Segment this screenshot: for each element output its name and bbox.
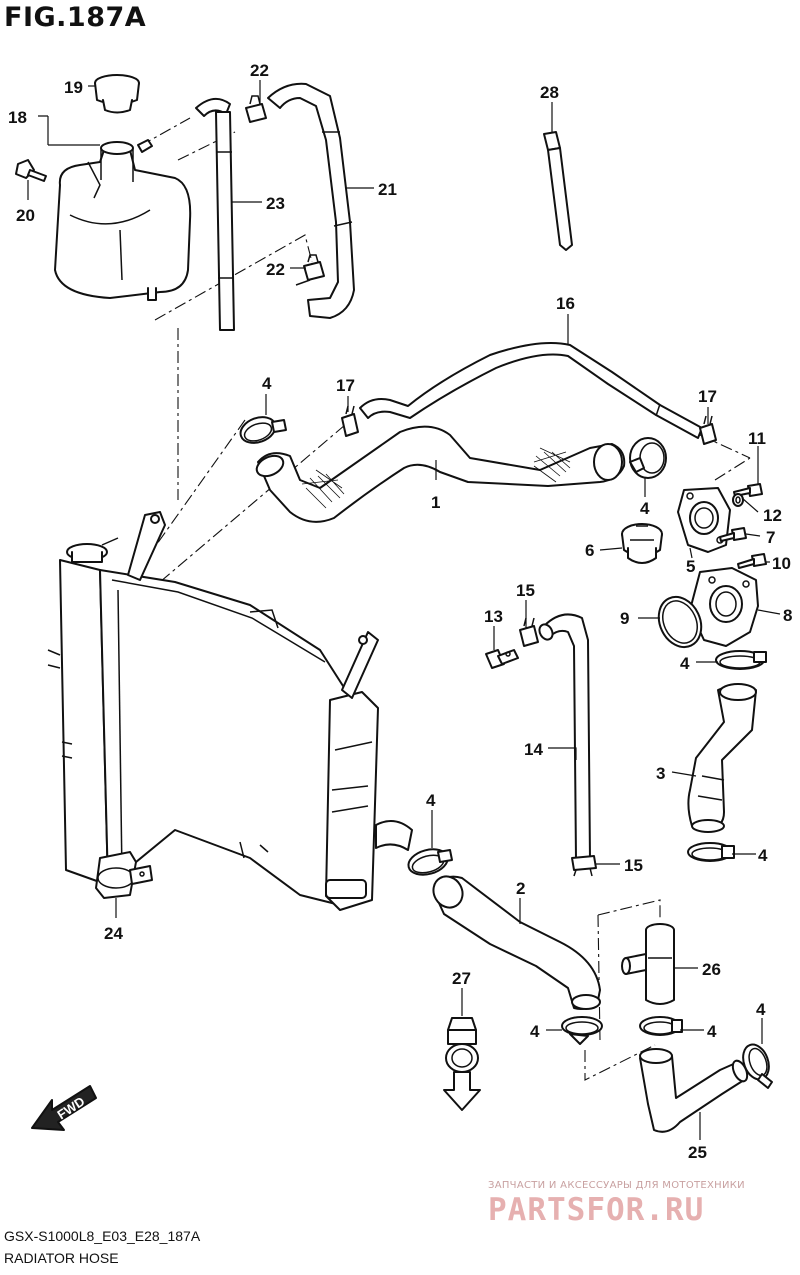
joint[interactable] xyxy=(621,923,675,1005)
callout-5: 5 xyxy=(686,557,695,576)
drain-hose[interactable] xyxy=(537,613,591,861)
clamp-bracket[interactable] xyxy=(95,851,153,899)
grommet[interactable] xyxy=(443,1017,481,1111)
callout-4-pump: 4 xyxy=(758,846,768,865)
o-ring[interactable] xyxy=(651,590,709,654)
callout-4-outlet: 4 xyxy=(530,1022,540,1041)
callout-4-lower-right: 4 xyxy=(756,1000,766,1019)
leader-lines xyxy=(27,80,781,1140)
clamp-4-f[interactable] xyxy=(561,1016,603,1045)
bypass-hose[interactable] xyxy=(359,341,703,439)
reservoir-tank[interactable] xyxy=(54,139,192,301)
clamp-4-b[interactable] xyxy=(629,437,667,479)
watermark-brand: PARTSFOR.RU xyxy=(488,1192,705,1228)
lower-hose[interactable] xyxy=(639,1048,750,1133)
callout-1: 1 xyxy=(431,493,440,512)
fitting[interactable] xyxy=(485,649,519,669)
callout-10: 10 xyxy=(772,554,791,573)
gasket-12[interactable] xyxy=(732,493,744,507)
clamp-15-upper[interactable] xyxy=(519,617,539,647)
radiator-inlet-hose[interactable] xyxy=(254,425,626,523)
callout-24: 24 xyxy=(104,924,123,943)
model-code: GSX-S1000L8_E03_E28_187A xyxy=(4,1228,201,1244)
bolt-7[interactable] xyxy=(719,527,747,542)
radiator-outlet-hose[interactable] xyxy=(428,871,601,1010)
callout-11: 11 xyxy=(748,429,766,448)
callout-12: 12 xyxy=(763,506,782,525)
callout-3: 3 xyxy=(656,764,665,783)
callout-22-upper: 22 xyxy=(250,61,269,80)
bolt-10[interactable] xyxy=(737,553,767,569)
callout-23: 23 xyxy=(266,194,285,213)
clamp-4-c[interactable] xyxy=(715,650,767,670)
callout-6: 6 xyxy=(585,541,594,560)
water-pump-hose[interactable] xyxy=(687,683,757,833)
cable-tie[interactable] xyxy=(543,131,573,251)
callout-22-lower: 22 xyxy=(266,260,285,279)
callout-17-right: 17 xyxy=(698,387,717,406)
overflow-hose[interactable] xyxy=(195,97,235,331)
callout-8: 8 xyxy=(783,606,792,625)
reservoir-inlet-hose[interactable] xyxy=(267,82,355,319)
callout-7: 7 xyxy=(766,528,775,547)
clamp-15-lower[interactable] xyxy=(571,855,597,877)
callout-19: 19 xyxy=(64,78,83,97)
thermostat-cap[interactable] xyxy=(677,487,731,553)
callout-4-thermo: 4 xyxy=(640,499,650,518)
clamp-4-a[interactable] xyxy=(237,413,287,448)
callout-14: 14 xyxy=(524,740,543,759)
upper-clamp[interactable] xyxy=(245,95,267,123)
callout-27: 27 xyxy=(452,969,471,988)
callout-18: 18 xyxy=(8,108,27,127)
callout-2: 2 xyxy=(516,879,525,898)
callout-20: 20 xyxy=(16,206,35,225)
clamp-4-d[interactable] xyxy=(687,842,735,862)
callout-28: 28 xyxy=(540,83,559,102)
fwd-arrow: FWD xyxy=(31,1085,97,1131)
callout-16: 16 xyxy=(556,294,575,313)
clamp-4-g[interactable] xyxy=(639,1016,683,1036)
clamp-4-e[interactable] xyxy=(406,845,453,879)
reservoir-bolt[interactable] xyxy=(15,159,47,182)
clip-left[interactable] xyxy=(341,405,359,437)
lower-clamp[interactable] xyxy=(303,254,325,281)
radiator[interactable] xyxy=(47,511,413,911)
callout-4-joint: 4 xyxy=(707,1022,717,1041)
watermark-tagline: ЗАПЧАСТИ И АКСЕССУАРЫ ДЛЯ МОТОТЕХНИКИ xyxy=(488,1180,745,1191)
figure-title: FIG.187A xyxy=(4,2,147,33)
callout-15-lower: 15 xyxy=(624,856,643,875)
callout-26: 26 xyxy=(702,960,721,979)
clamp-4-h[interactable] xyxy=(739,1041,774,1089)
callout-15-upper: 15 xyxy=(516,581,535,600)
callout-4-top-left: 4 xyxy=(262,374,272,393)
reservoir-cap[interactable] xyxy=(94,74,140,114)
callout-4-case: 4 xyxy=(680,654,690,673)
callout-labels: 19 18 20 22 23 21 22 28 16 4 17 1 17 11 … xyxy=(8,61,792,1162)
callout-25: 25 xyxy=(688,1143,707,1162)
thermostat[interactable] xyxy=(621,523,663,564)
callout-13: 13 xyxy=(484,607,503,626)
callout-17-left: 17 xyxy=(336,376,355,395)
clip-right[interactable] xyxy=(699,415,717,445)
section-title: RADIATOR HOSE xyxy=(4,1250,119,1266)
callout-21: 21 xyxy=(378,180,397,199)
callout-4-radiator: 4 xyxy=(426,791,436,810)
thermostat-case[interactable] xyxy=(689,567,759,647)
callout-9: 9 xyxy=(620,609,629,628)
